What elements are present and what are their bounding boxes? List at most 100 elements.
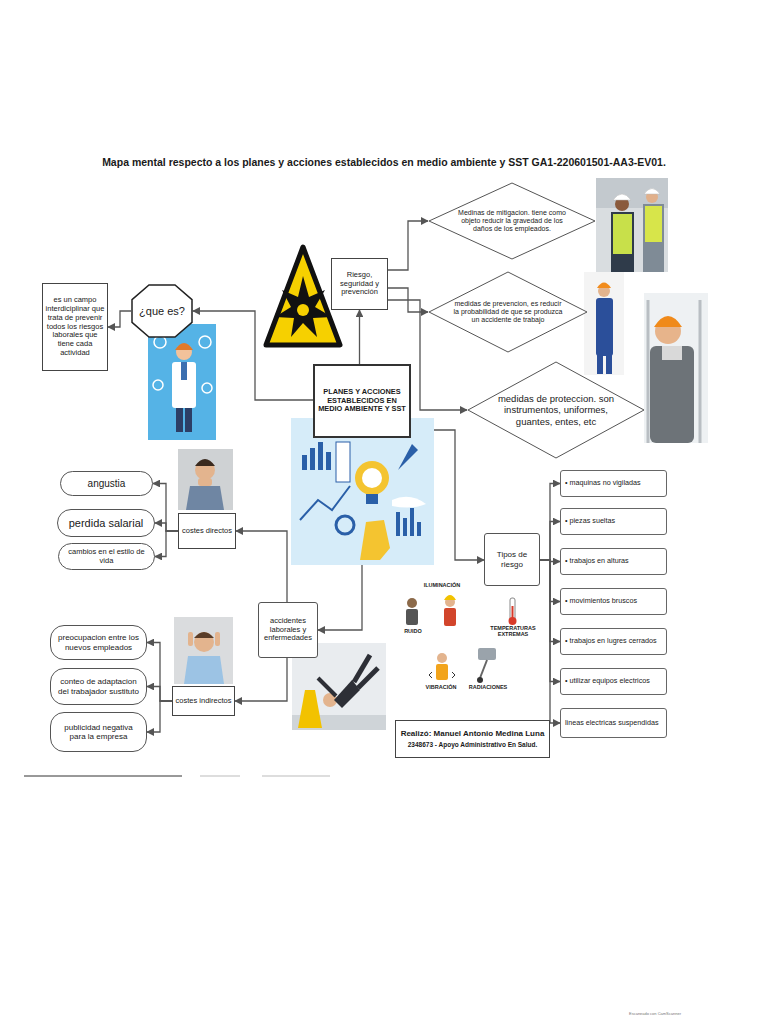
node-text: • movimientos bruscos bbox=[565, 597, 637, 605]
decision-diamond: medidas de prevencion, es reducir la pro… bbox=[428, 271, 588, 353]
rounded-item: perdida salarial bbox=[57, 509, 155, 537]
connector-arrow bbox=[540, 522, 560, 561]
warning-sign bbox=[297, 304, 309, 316]
node-text: Realizó: Manuel Antonio Medina Luna bbox=[401, 729, 545, 738]
node-subtext: 2348673 - Apoyo Administrativo En Salud. bbox=[408, 741, 538, 749]
hazard-icons bbox=[477, 677, 483, 683]
node-text: perdida salarial bbox=[69, 517, 144, 530]
worker-photo bbox=[584, 272, 624, 375]
connector-arrow bbox=[388, 221, 428, 270]
worker-photo bbox=[584, 272, 624, 375]
strategy-illustration bbox=[410, 508, 414, 536]
strategy-illustration bbox=[291, 418, 434, 565]
footer-rule bbox=[200, 776, 240, 777]
falling-man-photo bbox=[298, 690, 322, 728]
hazard-label: TEMPERATURAS EXTREMAS bbox=[490, 625, 536, 637]
risk-item-box: • maquinas no vigiladas bbox=[560, 470, 667, 497]
diamond-outline bbox=[468, 362, 644, 458]
warning-sign bbox=[266, 247, 340, 345]
octagon-outline bbox=[132, 285, 192, 337]
node-text: PLANES Y ACCIONES ESTABLECIDOS EN MEDIO … bbox=[317, 388, 407, 414]
connector-arrow bbox=[147, 701, 172, 732]
node-text: • utilizar equipos electricos bbox=[565, 677, 650, 685]
stressed-man-photo bbox=[194, 632, 214, 638]
node-text: medidas de prevencion, es reducir la pro… bbox=[452, 300, 564, 325]
rounded-item: cambios en el estilo de vida bbox=[58, 543, 155, 570]
hazard-icons bbox=[406, 595, 517, 683]
strategy-illustration bbox=[360, 520, 390, 560]
node-text: lineas electricas suspendidas bbox=[565, 719, 659, 727]
strategy-illustration bbox=[302, 455, 307, 470]
connector-arrow bbox=[108, 311, 131, 327]
stressed-man-photo bbox=[215, 632, 220, 646]
risk-item-box: • movimientos bruscos bbox=[560, 588, 667, 615]
process-box: Riesgo, seguridad y prevención bbox=[331, 258, 388, 310]
hazard-label: VIBRACIÓN bbox=[420, 684, 462, 690]
process-box: costes directos bbox=[178, 513, 236, 549]
warning-sign bbox=[266, 247, 340, 345]
worker-photo bbox=[596, 298, 613, 356]
risk-item-box: • utilizar equipos electricos bbox=[560, 668, 667, 695]
thinking-man-photo bbox=[198, 478, 212, 486]
falling-man-photo bbox=[318, 678, 336, 696]
category-box: Tipos de riesgo bbox=[484, 533, 540, 586]
stressed-man-photo bbox=[184, 656, 224, 684]
connector-arrow bbox=[147, 643, 172, 702]
risk-item-box: lineas electricas suspendidas bbox=[560, 708, 667, 738]
workers-photo bbox=[644, 189, 660, 195]
workers-photo bbox=[596, 178, 668, 272]
connector-arrow bbox=[155, 531, 178, 557]
footer-rule bbox=[262, 776, 330, 777]
strategy-illustration bbox=[398, 444, 418, 470]
warning-sign bbox=[275, 276, 332, 337]
node-text: cambios en el estilo de vida bbox=[65, 548, 148, 566]
connector-arrow bbox=[147, 687, 172, 702]
worker-photo bbox=[662, 346, 682, 360]
falling-man-photo bbox=[358, 668, 378, 688]
scientist-illustration bbox=[153, 380, 163, 390]
node-text: medidas de proteccion. son instrumentos,… bbox=[486, 393, 626, 427]
worker-photo bbox=[650, 346, 694, 443]
node-text: • trabajos en lugres cerrados bbox=[565, 637, 657, 645]
hazard-label: RADIACIONES bbox=[466, 684, 510, 690]
scientist-illustration bbox=[185, 408, 192, 432]
worker-photo bbox=[597, 355, 603, 374]
node-text: • piezas sueltas bbox=[565, 517, 615, 525]
stressed-man-photo bbox=[188, 632, 193, 646]
connector-arrow bbox=[236, 531, 287, 602]
worker-photo bbox=[644, 293, 708, 443]
node-text: ¿que es? bbox=[139, 305, 185, 318]
hazard-icons bbox=[444, 608, 456, 626]
scientist-illustration bbox=[181, 362, 187, 380]
diamond-outline bbox=[429, 183, 595, 259]
connector-arrow bbox=[235, 658, 287, 701]
strategy-illustration bbox=[417, 522, 421, 536]
scientist-illustration bbox=[148, 324, 216, 440]
process-box: Realizó: Manuel Antonio Medina Luna 23486… bbox=[395, 720, 550, 758]
strategy-illustration bbox=[403, 518, 407, 536]
scientist-illustration bbox=[199, 336, 211, 348]
strategy-illustration bbox=[366, 494, 378, 504]
risk-item-box: • piezas sueltas bbox=[560, 508, 667, 535]
thinking-man-photo bbox=[195, 459, 215, 466]
strategy-illustration bbox=[310, 448, 315, 470]
strategy-illustration bbox=[362, 468, 382, 488]
workers-photo bbox=[596, 178, 668, 272]
falling-man-photo bbox=[334, 680, 360, 708]
worker-photo bbox=[644, 293, 708, 443]
hazard-icons bbox=[510, 598, 515, 620]
process-box: costes indirectos bbox=[172, 686, 235, 716]
strategy-illustration bbox=[336, 442, 350, 482]
strategy-illustration bbox=[336, 516, 354, 534]
hazard-icons bbox=[478, 648, 496, 660]
workers-photo bbox=[643, 204, 664, 272]
footer-rule bbox=[24, 776, 330, 777]
node-text: • trabajos en alturas bbox=[565, 557, 629, 565]
node-text: angustia bbox=[88, 478, 126, 490]
decision-diamond: Medinas de mitigacion. tiene como objeto… bbox=[428, 182, 596, 260]
node-text: Riesgo, seguridad y prevención bbox=[334, 271, 385, 298]
hazard-icons bbox=[429, 672, 455, 678]
central-topic-box: PLANES Y ACCIONES ESTABLECIDOS EN MEDIO … bbox=[313, 364, 411, 438]
node-text: accidentes laborales y enfermedades bbox=[261, 617, 315, 644]
node-text: Medinas de mitigacion. tiene como objeto… bbox=[453, 209, 571, 234]
